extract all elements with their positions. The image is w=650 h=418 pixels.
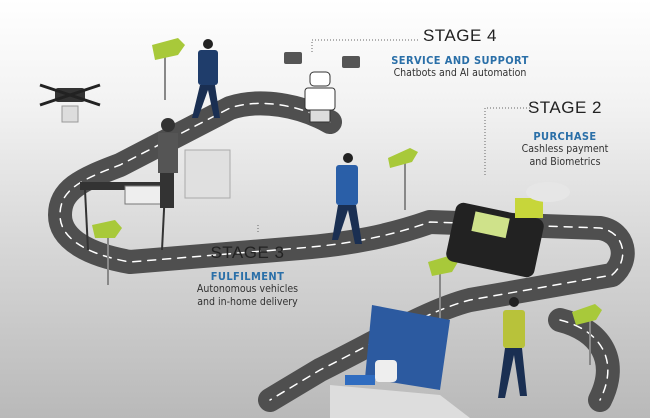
walking-person-icon	[192, 39, 527, 398]
stage-3-label: STAGE 3 FULFILMENT Autonomous vehicles a…	[185, 243, 310, 309]
stage-description: and Biometrics	[529, 156, 601, 168]
stage-description: Autonomous vehicles	[196, 283, 299, 295]
stage-description: Cashless payment	[521, 143, 609, 155]
vr-person-at-table-icon	[80, 118, 231, 251]
drone-icon	[39, 83, 101, 123]
stage-title: STAGE 2	[527, 98, 603, 117]
stage-subtitle: FULFILMENT	[210, 270, 285, 283]
chatbot-robot-icon	[284, 52, 360, 123]
stage-4-label: STAGE 4 SERVICE AND SUPPORT Chatbots and…	[380, 26, 540, 80]
payment-terminal-icon	[446, 182, 570, 278]
dotted-leader-lines	[257, 39, 530, 232]
stage-title: STAGE 4	[422, 26, 498, 45]
stage-description: Chatbots and AI automation	[393, 67, 527, 79]
stage-title: STAGE 3	[210, 243, 285, 262]
laptop-icon	[330, 305, 470, 418]
stage-subtitle: SERVICE AND SUPPORT	[391, 54, 529, 67]
road	[48, 91, 635, 412]
stage-2-label: STAGE 2 PURCHASE Cashless payment and Bi…	[500, 98, 630, 169]
stage-description: and in-home delivery	[197, 296, 298, 308]
stage-subtitle: PURCHASE	[533, 130, 597, 143]
